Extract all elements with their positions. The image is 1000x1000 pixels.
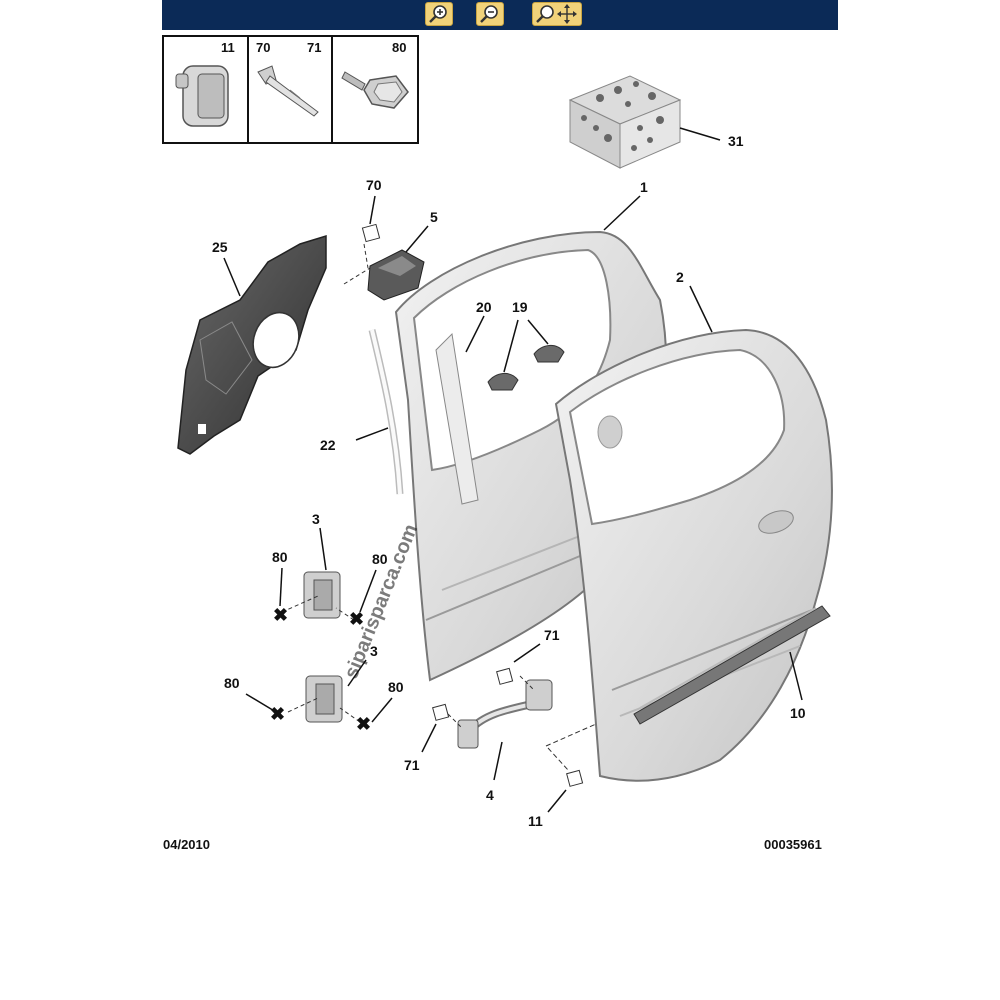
zoom-out-icon (480, 5, 498, 23)
zoom-pan-button[interactable] (532, 2, 582, 26)
callout-20: 20 (476, 299, 492, 315)
diagram-toolbar (162, 0, 838, 30)
callout-19: 19 (512, 299, 528, 315)
callout-3-upper: 3 (312, 511, 320, 527)
legend-number-71: 71 (307, 40, 321, 55)
bolt-marker-upper-left: ✖ (273, 605, 288, 625)
bolt-marker-upper-right: ✖ (349, 609, 364, 629)
part-10-lower-moulding (633, 605, 831, 725)
clip-fastener-icon (175, 65, 229, 127)
part-4-check-strap (457, 679, 553, 749)
zoom-in-icon (429, 5, 447, 23)
callout-80-lower-left: 80 (224, 675, 240, 691)
callout-31: 31 (728, 133, 744, 149)
zoom-move-icon (536, 4, 577, 24)
zoom-out-button[interactable] (476, 2, 504, 26)
part-19-clips (487, 345, 565, 391)
legend-number-11: 11 (221, 40, 235, 55)
part-71-rivet-square-upper (496, 667, 514, 685)
part-25-inner-panel (177, 234, 327, 455)
callout-2: 2 (676, 269, 684, 285)
callout-70-top: 70 (366, 177, 382, 193)
callout-3-lower: 3 (370, 643, 378, 659)
callout-10: 10 (790, 705, 806, 721)
callout-80-upper-left: 80 (272, 549, 288, 565)
bolt-icon (341, 71, 409, 109)
callout-71-lower: 71 (404, 757, 420, 773)
part-71-rivet-square-lower (432, 703, 450, 721)
zoom-in-button[interactable] (425, 2, 453, 26)
part-3-lower-hinge (287, 675, 361, 723)
part-70-clip-square (361, 223, 381, 243)
watermark-text: siparisparca.com (340, 521, 422, 682)
callout-80-lower-right: 80 (388, 679, 404, 695)
part-22-outer-strip (370, 329, 402, 495)
bolt-marker-lower-right: ✖ (356, 714, 371, 734)
revision-date: 04/2010 (163, 837, 210, 852)
legend-number-80: 80 (392, 40, 406, 55)
callout-25: 25 (212, 239, 228, 255)
rivet-icon (257, 65, 319, 117)
callout-22: 22 (320, 437, 336, 453)
callout-4: 4 (486, 787, 494, 803)
part-31-fastener-kit-box (568, 75, 682, 169)
part-11-clip-square (566, 769, 584, 787)
callout-11: 11 (528, 813, 543, 829)
part-3-upper-hinge (281, 571, 355, 621)
legend-number-70: 70 (256, 40, 270, 55)
callout-5: 5 (430, 209, 438, 225)
callout-80-upper-right: 80 (372, 551, 388, 567)
callout-71-upper: 71 (544, 627, 560, 643)
callout-1: 1 (640, 179, 648, 195)
diagram-reference-number: 00035961 (764, 837, 822, 852)
part-5-seal-block (367, 249, 425, 301)
bolt-marker-lower-left: ✖ (270, 704, 285, 724)
fastener-legend: 11 70 71 80 (162, 35, 419, 144)
